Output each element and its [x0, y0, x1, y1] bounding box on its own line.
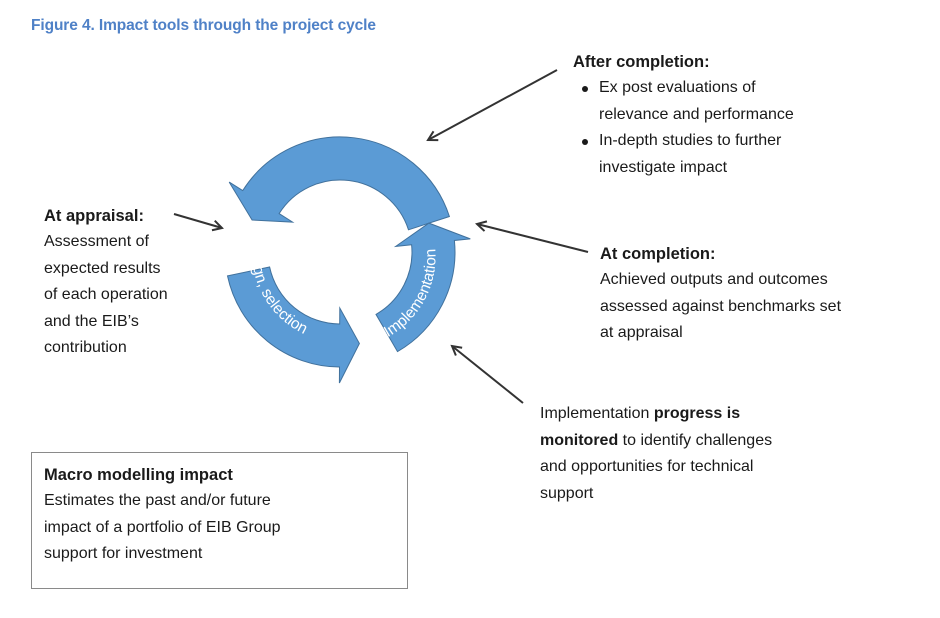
progress-suffix: to identify challenges [618, 431, 773, 449]
macro-heading: Macro modelling impact [44, 466, 233, 484]
progress-line: and opportunities for technical [540, 458, 754, 475]
macro-modelling-box: Macro modelling impact Estimates the pas… [31, 452, 408, 589]
at-appraisal-line: and the EIB’s [44, 312, 139, 330]
macro-line: impact of a portfolio of EIB Group [44, 518, 281, 536]
progress-line: monitored to identify challenges [540, 428, 772, 455]
at-appraisal-note: At appraisal: Assessment of expected res… [44, 203, 168, 362]
bullet-text: In-depth studies to further investigate … [599, 132, 782, 176]
after-completion-note: After completion: Ex post evaluations of… [573, 49, 829, 181]
after-completion-list: Ex post evaluations of relevance and per… [573, 75, 829, 181]
at-completion-line: at appraisal [600, 324, 683, 341]
bullet-text: Ex post evaluations of relevance and per… [599, 79, 794, 123]
figure-title: Figure 4. Impact tools through the proje… [31, 17, 376, 34]
cycle-segment-learning [228, 136, 451, 231]
at-completion-heading: At completion: [600, 245, 716, 263]
macro-line: support for investment [44, 545, 203, 562]
segment-label-learning: Learning [309, 119, 376, 141]
progress-bold: monitored [540, 431, 619, 449]
arrow-at-appraisal [173, 213, 222, 228]
after-completion-bullet: In-depth studies to further investigate … [573, 128, 829, 181]
progress-prefix: Implementation [540, 405, 654, 422]
at-appraisal-line: Assessment of [44, 233, 149, 250]
arrow-at-completion [477, 224, 589, 253]
after-completion-heading: After completion: [573, 53, 710, 71]
at-appraisal-line: expected results [44, 259, 161, 277]
cycle-segment-design [226, 266, 360, 384]
arrow-implementation-progress [452, 346, 524, 404]
after-completion-bullet: Ex post evaluations of relevance and per… [573, 75, 829, 128]
arrow-after-completion [428, 69, 558, 140]
at-completion-line: Achieved outputs and outcomes [600, 271, 828, 288]
progress-line: Implementation progress is [540, 401, 772, 428]
implementation-progress-note: Implementation progress is monitored to … [540, 401, 772, 507]
at-completion-line: assessed against benchmarks set [600, 297, 842, 315]
progress-line: support [540, 484, 594, 502]
at-appraisal-heading: At appraisal: [44, 207, 144, 225]
at-appraisal-line: contribution [44, 339, 127, 356]
at-completion-note: At completion: Achieved outputs and outc… [600, 241, 841, 347]
cycle-segment-implementation [375, 222, 471, 353]
macro-line: Estimates the past and/or future [44, 492, 271, 509]
progress-bold: progress is [653, 405, 741, 422]
at-appraisal-line: of each operation [44, 286, 168, 303]
